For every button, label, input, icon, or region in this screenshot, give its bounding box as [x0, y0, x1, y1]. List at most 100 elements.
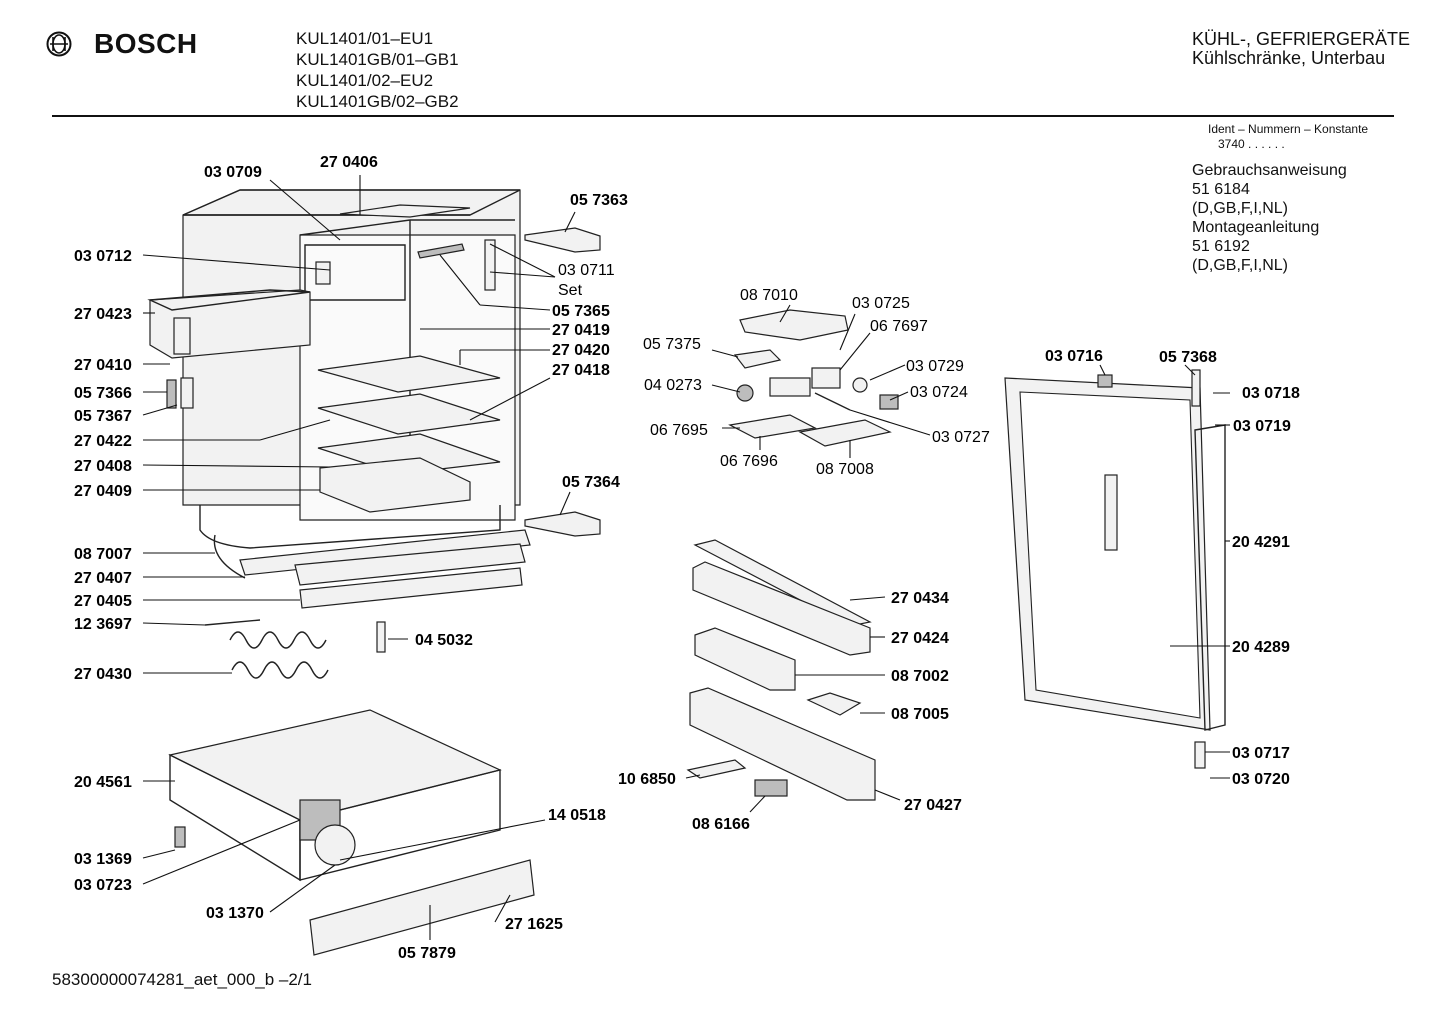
lamp-socket: [769, 377, 811, 397]
category-subtitle: Kühlschränke, Unterbau: [1191, 48, 1386, 68]
part-label: 06 7697: [870, 318, 928, 335]
part-label: 27 0424: [891, 630, 949, 647]
part-label: 27 0427: [904, 797, 962, 814]
top-vent-grille: [339, 204, 471, 218]
part-label: 27 1625: [505, 916, 563, 933]
part-label: 03 0727: [932, 429, 990, 446]
door-handle-part: [754, 779, 788, 797]
plinth-panel: [294, 543, 526, 586]
cover-plate: [798, 419, 892, 447]
part-label: 27 0430: [74, 666, 132, 683]
door-handle: [1104, 474, 1118, 551]
part-label: 08 7005: [891, 706, 949, 723]
leader-lines: [142, 175, 1230, 940]
thermostat-cluster: [728, 309, 899, 447]
doc-line: 51 6192: [1192, 238, 1250, 255]
brand-name: BOSCH: [94, 28, 198, 59]
model-line: KUL1401GB/01–GB1: [296, 50, 459, 69]
shelf-upper: [317, 355, 501, 393]
model-line: KUL1401/02–EU2: [296, 71, 434, 90]
part-labels: 03 0709 27 0406 05 7363 03 0712 03 0711 …: [74, 154, 1300, 962]
part-label: 27 0422: [74, 433, 132, 450]
door-stop: [1097, 374, 1113, 388]
part-label: 05 7365: [552, 303, 610, 320]
category-block: KÜHL-, GEFRIERGERÄTE Kühlschränke, Unter…: [1192, 30, 1410, 68]
top-hinge-right: [524, 227, 601, 253]
crisper-drawer: [319, 457, 471, 513]
part-label: 03 0720: [1232, 771, 1290, 788]
part-label: 06 7695: [650, 422, 708, 439]
light-diffuser: [728, 414, 817, 439]
part-label: 05 7367: [74, 408, 132, 425]
part-label: 03 0724: [910, 384, 968, 401]
door-bins: [686, 539, 876, 801]
part-label: 20 4561: [74, 774, 132, 791]
document-footer: 58300000074281_aet_000_b –2/1: [52, 970, 312, 989]
part-label: 08 7010: [740, 287, 798, 304]
part-label: 08 7008: [816, 461, 874, 478]
part-label: 03 0729: [906, 358, 964, 375]
hinge-bracket-left: [180, 377, 194, 409]
thermostat-cover: [739, 309, 849, 341]
model-line: KUL1401GB/02–GB2: [296, 92, 459, 111]
upper-bracket: [417, 243, 465, 259]
part-label: 27 0420: [552, 342, 610, 359]
part-label: 27 0406: [320, 154, 378, 171]
ident-block: Ident – Nummern – Konstante 3740 . . . .…: [1208, 122, 1368, 152]
freezer-latch: [315, 261, 331, 285]
part-label: 03 1369: [74, 851, 132, 868]
part-label: 08 7007: [74, 546, 132, 563]
documents-block: Gebrauchsanweisung 51 6184 (D,GB,F,I,NL)…: [1192, 161, 1347, 275]
part-label: 27 0410: [74, 357, 132, 374]
heater-coil-upper: [229, 631, 327, 649]
shelf-middle: [317, 393, 501, 435]
bin-lower: [689, 687, 876, 801]
egg-tray: [806, 692, 862, 716]
front-grille: [309, 859, 535, 956]
part-label: 27 0409: [74, 483, 132, 500]
bottom-hinge-right: [524, 511, 601, 537]
cabinet-drawing: [147, 189, 601, 549]
fan-motor: [314, 824, 356, 866]
part-label: 27 0423: [74, 306, 132, 323]
drain-hose: [213, 534, 246, 579]
part-label: 08 7002: [891, 668, 949, 685]
model-line: KUL1401/01–EU1: [296, 29, 434, 48]
bin-upper: [692, 561, 871, 656]
screw-bolt: [376, 621, 386, 653]
doc-line: 51 6184: [1192, 181, 1250, 198]
lamp-bulb: [736, 384, 754, 402]
freezer-compartment: [304, 244, 406, 301]
part-label: 27 0419: [552, 322, 610, 339]
hinge-pin-left: [166, 379, 177, 409]
part-label: 03 1370: [206, 905, 264, 922]
part-label: 05 7879: [398, 945, 456, 962]
part-label: 27 0434: [891, 590, 949, 607]
plinth-lower: [299, 567, 523, 609]
part-label: 05 7364: [562, 474, 620, 491]
doc-line: (D,GB,F,I,NL): [1192, 257, 1289, 274]
doc-line: Gebrauchsanweisung: [1192, 162, 1347, 179]
door-gasket: [1194, 424, 1226, 731]
part-label: 05 7368: [1159, 349, 1217, 366]
lamp-cover: [733, 349, 782, 369]
part-label: Set: [558, 282, 583, 299]
foot-screw: [174, 826, 186, 848]
part-label: 03 0712: [74, 248, 132, 265]
hinge-upper-door: [1191, 369, 1201, 407]
part-label: 03 0716: [1045, 348, 1103, 365]
plinth-parts: [204, 529, 531, 679]
ident-label: Ident – Nummern – Konstante: [1208, 122, 1369, 136]
part-label: 05 7375: [643, 336, 701, 353]
part-label: 03 0725: [852, 295, 910, 312]
thermostat-housing: [484, 239, 496, 291]
part-label: 08 6166: [692, 816, 750, 833]
header-divider: [52, 115, 1394, 117]
door-inner-panel: [1019, 391, 1201, 719]
bin-middle: [694, 627, 796, 691]
part-label: 27 0405: [74, 593, 132, 610]
part-label: 14 0518: [548, 807, 606, 824]
hinge-lower-door: [1194, 741, 1206, 769]
bosch-armature-logo-icon: [46, 31, 72, 57]
